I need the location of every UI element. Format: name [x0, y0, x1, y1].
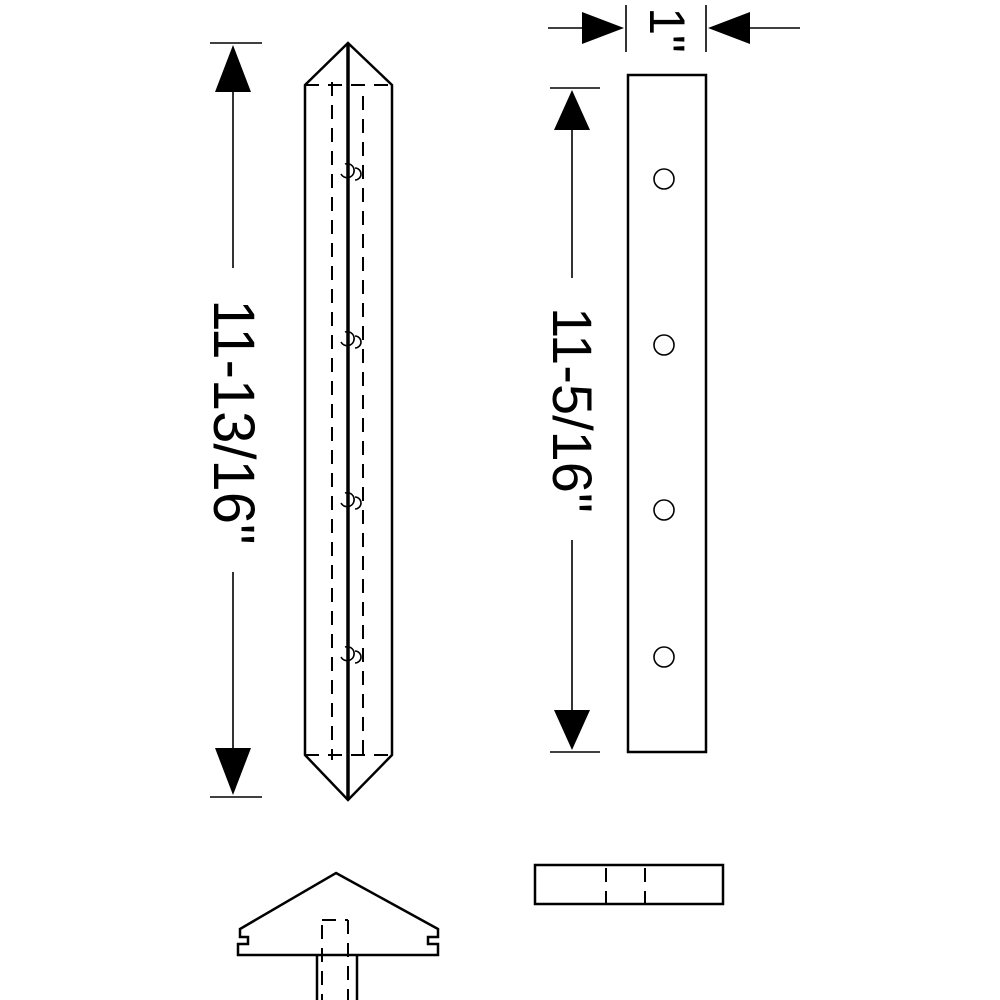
mounting-hole: [653, 334, 675, 356]
right-length-label: 11-5/16": [541, 307, 604, 513]
left-length-dimension: 11-13/16": [201, 42, 266, 798]
arrow-right-icon: [582, 12, 624, 44]
right-width-label: 1": [639, 7, 695, 53]
right-length-dimension: 11-5/16": [541, 87, 604, 753]
mounting-hole: [653, 646, 675, 668]
left-part-front-view: [303, 41, 394, 802]
arrow-left-icon: [708, 12, 750, 44]
arrow-up-icon: [554, 90, 590, 130]
right-part-end-profile: [533, 863, 725, 906]
mounting-hole: [653, 168, 675, 190]
arrow-down-icon: [215, 748, 251, 795]
mounting-hole: [653, 499, 675, 521]
right-width-dimension: 1": [548, 5, 800, 53]
left-length-label: 11-13/16": [201, 299, 266, 544]
arrow-up-icon: [215, 45, 251, 92]
left-part-end-profile: [236, 871, 440, 1000]
right-part-front-view: [626, 73, 708, 754]
hidden-hole-markers: [340, 162, 362, 664]
arrow-down-icon: [554, 710, 590, 750]
